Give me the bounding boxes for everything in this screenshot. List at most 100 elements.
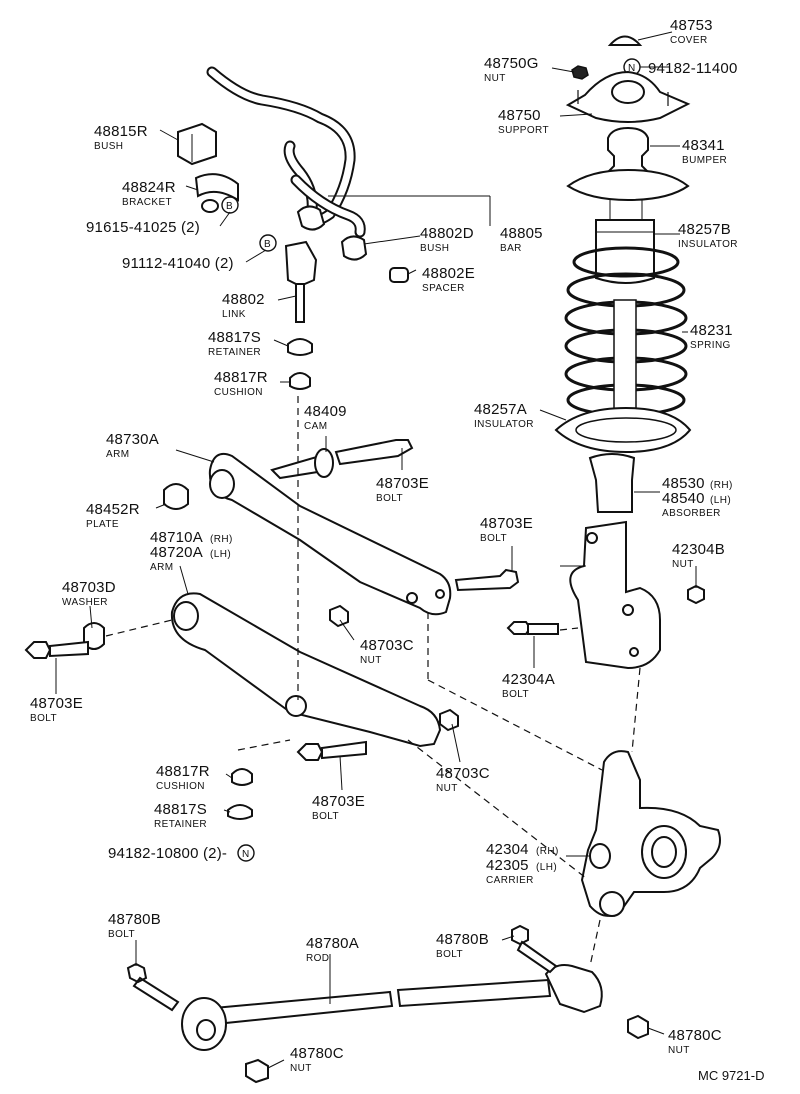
assembly-lines: [105, 396, 641, 967]
part-number-48540: 48540: [662, 490, 705, 507]
part-number-48730a: 48730A: [106, 431, 159, 448]
part-name-48780c-a: NUT: [668, 1045, 690, 1056]
part-number-48802d: 48802D: [420, 225, 474, 242]
absorber-bracket: [569, 520, 661, 670]
bolt-48703e-a-shape: [334, 439, 414, 466]
bush-48802d-shape: [296, 205, 326, 231]
rod-end-right: [544, 964, 603, 1014]
part-number-48710a: 48710A: [150, 529, 203, 546]
b-circle-letter-2: B: [264, 239, 271, 250]
part-number-48802: 48802: [222, 291, 265, 308]
part-name-48703e-c: BOLT: [30, 713, 57, 724]
spacer-shape: [389, 267, 409, 283]
part-name-48780c-b: NUT: [290, 1063, 312, 1074]
part-number-48452r: 48452R: [86, 501, 140, 518]
part-number-91615: 91615-41025 (2): [86, 219, 200, 236]
bracket-48824r-shape: [194, 173, 239, 202]
part-name-48805: BAR: [500, 243, 522, 254]
part-name-48703d: WASHER: [62, 597, 108, 608]
part-number-48815r: 48815R: [94, 123, 148, 140]
retainer-bot-shape: [227, 804, 253, 820]
upper-seat-shape: [566, 168, 690, 202]
part-name-48824r: BRACKET: [122, 197, 172, 208]
part-name-48815r: BUSH: [94, 141, 123, 152]
part-number-48703e-c: 48703E: [30, 695, 83, 712]
part-number-42304b: 42304B: [672, 541, 725, 558]
part-number-48817r-top: 48817R: [214, 369, 268, 386]
part-name-48750g: NUT: [484, 73, 506, 84]
part-number-42305: 42305: [486, 857, 529, 874]
diagram-code: MC 9721-D: [698, 1068, 764, 1083]
part-name-42304b: NUT: [672, 559, 694, 570]
labels: 48753 COVER 48750G NUT N 94182-11400 487…: [30, 17, 764, 1083]
lower-arm-48710a-shape: [170, 592, 442, 748]
bolt-48780b-a-shape: [126, 962, 180, 1012]
part-suffix-42305: (LH): [536, 862, 557, 873]
part-number-48703e-a: 48703E: [376, 475, 429, 492]
part-number-48817r-bot: 48817R: [156, 763, 210, 780]
part-name-48817s-bot: RETAINER: [154, 819, 207, 830]
part-name-48231: SPRING: [690, 340, 731, 351]
part-name-48802e: SPACER: [422, 283, 465, 294]
part-number-48753: 48753: [670, 17, 713, 34]
part-number-48703c-b: 48703C: [436, 765, 490, 782]
part-number-48750g: 48750G: [484, 55, 539, 72]
rod-assembly: [126, 924, 649, 1084]
part-name-48257a: INSULATOR: [474, 419, 534, 430]
part-number-48780c-a: 48780C: [668, 1027, 722, 1044]
b-circle-icon-2: [259, 234, 277, 252]
part-number-48257a: 48257A: [474, 401, 527, 418]
part-number-48341: 48341: [682, 137, 725, 154]
part-name-48750: SUPPORT: [498, 125, 549, 136]
cushion-bot-shape: [231, 768, 253, 786]
part-name-48817r-top: CUSHION: [214, 387, 263, 398]
part-name-48257b: INSULATOR: [678, 239, 738, 250]
part-name-48817s-top: RETAINER: [208, 347, 261, 358]
insulator-b-shape: [595, 219, 655, 284]
part-name-48341: BUMPER: [682, 155, 727, 166]
leader-lines: [55, 31, 697, 1069]
part-number-48703d: 48703D: [62, 579, 116, 596]
part-name-48409: CAM: [304, 421, 327, 432]
part-number-94182-11400: 94182-11400: [648, 60, 738, 77]
nut-42304b-shape: [687, 584, 705, 605]
part-suffix-48710a: (RH): [210, 534, 233, 545]
part-name-48753: COVER: [670, 35, 708, 46]
support-boss: [611, 80, 645, 104]
part-name-48703e-d: BOLT: [312, 811, 339, 822]
part-number-42304: 42304: [486, 841, 529, 858]
bolt-48703e-b-shape: [454, 568, 520, 592]
part-number-48817s-top: 48817S: [208, 329, 261, 346]
part-number-94182-10800: 94182-10800 (2)-: [108, 845, 227, 862]
part-name-48780b-b: BOLT: [436, 949, 463, 960]
insulator-a-shape: [554, 406, 692, 454]
part-suffix-48530: (RH): [710, 480, 733, 491]
part-number-48780a: 48780A: [306, 935, 359, 952]
part-number-48824r: 48824R: [122, 179, 176, 196]
part-name-48730a: ARM: [106, 449, 129, 460]
bolt-48780b-b-shape: [511, 924, 558, 974]
cushion-top-shape: [289, 372, 311, 390]
upper-arm-group: [163, 439, 520, 616]
strut-assembly: [506, 35, 705, 670]
part-number-48817s-bot: 48817S: [154, 801, 207, 818]
absorber-shape: [588, 453, 636, 513]
part-suffix-42304: (RH): [536, 846, 559, 857]
part-number-42304a: 42304A: [502, 671, 555, 688]
part-number-48231: 48231: [690, 322, 733, 339]
part-number-48703e-d: 48703E: [312, 793, 365, 810]
part-number-48780c-b: 48780C: [290, 1045, 344, 1062]
part-number-48703e-b: 48703E: [480, 515, 533, 532]
bush-48815r-shape: [177, 122, 217, 166]
link-shape: [284, 240, 318, 288]
bush-48802d-b-shape: [340, 235, 368, 261]
nut-48780c-a-shape: [627, 1014, 649, 1040]
part-name-48710a: ARM: [150, 562, 173, 573]
cover-shape: [607, 35, 643, 46]
b-circle-letter-1: B: [226, 201, 233, 212]
stabilizer-assembly: [177, 66, 409, 390]
part-number-48257b: 48257B: [678, 221, 731, 238]
part-number-48530: 48530: [662, 475, 705, 492]
nut-48780c-b-shape: [245, 1058, 269, 1084]
